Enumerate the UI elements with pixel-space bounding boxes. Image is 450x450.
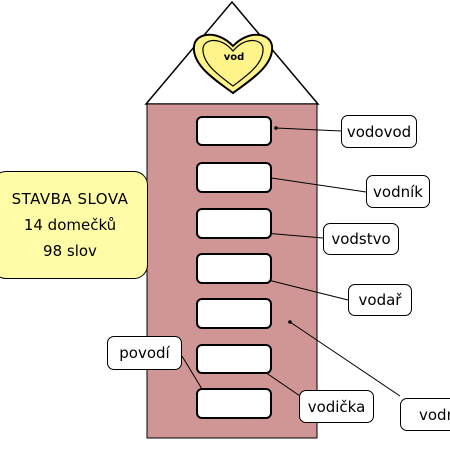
word-box-7[interactable] xyxy=(196,388,272,419)
word-box-6[interactable] xyxy=(196,344,272,374)
label-vodnar: vodn xyxy=(400,398,450,431)
word-box-2[interactable] xyxy=(196,162,272,193)
root-word: vod xyxy=(223,52,245,63)
label-povodi: povodí xyxy=(107,336,182,370)
info-title: STAVBA SLOVA xyxy=(11,190,129,208)
info-box: STAVBA SLOVA 14 domečků 98 slov xyxy=(0,171,148,279)
label-vodar: vodař xyxy=(348,284,412,316)
label-vodicka: vodička xyxy=(299,390,374,423)
label-vodnik: vodník xyxy=(366,175,430,208)
info-words: 98 slov xyxy=(43,242,97,260)
connector-lines xyxy=(181,126,401,401)
word-box-4[interactable] xyxy=(196,253,272,284)
label-vodovod: vodovod xyxy=(341,115,417,148)
word-box-5[interactable] xyxy=(196,298,272,329)
label-vodstvo: vodstvo xyxy=(323,223,399,255)
word-box-1[interactable] xyxy=(196,116,272,146)
heart-inner-outline xyxy=(202,39,264,87)
info-houses: 14 domečků xyxy=(23,216,117,234)
heart-icon xyxy=(192,33,274,95)
word-box-3[interactable] xyxy=(196,208,272,239)
